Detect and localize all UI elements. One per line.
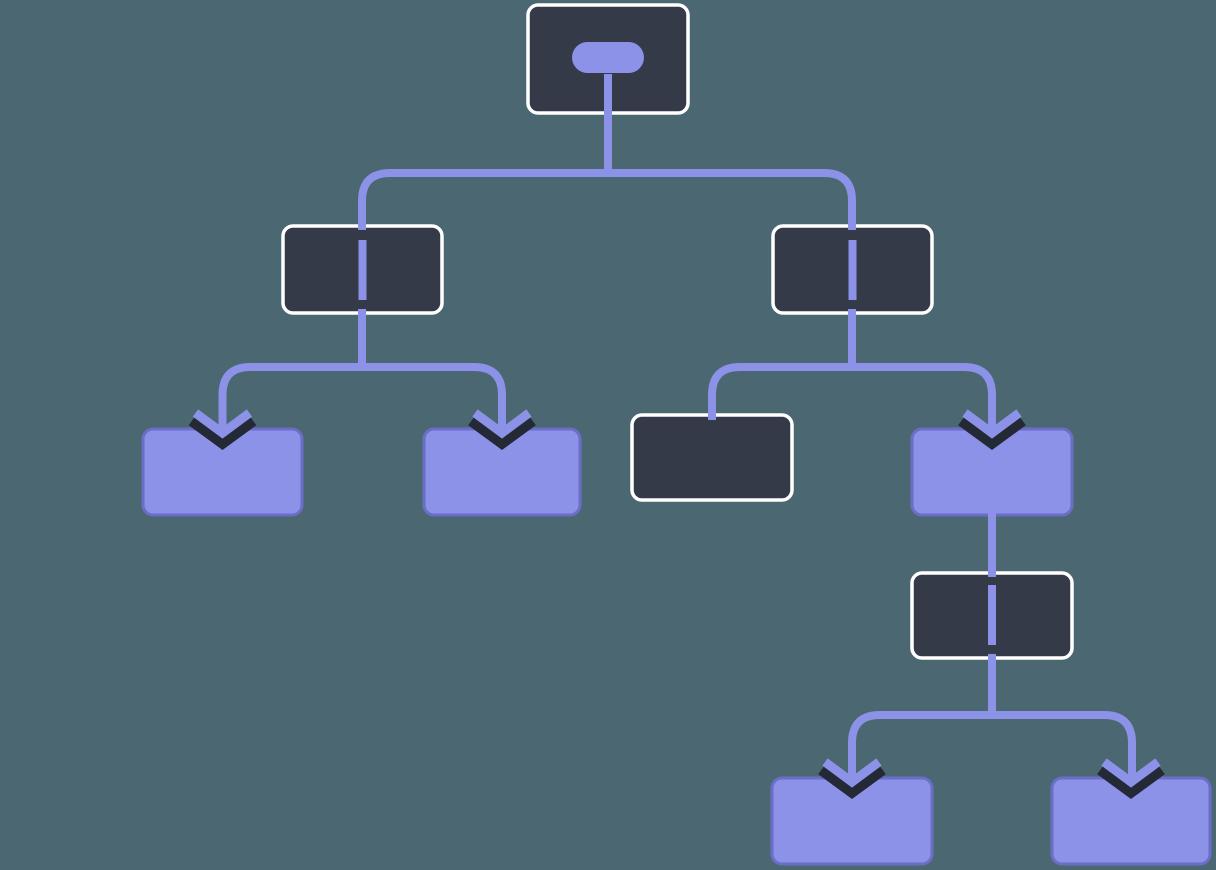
left-branch-fork-connector: [218, 363, 506, 431]
branch-right-node-vline-placeholder: [848, 240, 857, 300]
bottom-fork-connector: [848, 711, 1136, 781]
arrowhead-leaf-2-dark-chevron-icon: [468, 414, 536, 451]
arrowhead-leaf-5-purple-chevron-icon: [1101, 758, 1161, 788]
root-node-pill-placeholder: [572, 42, 644, 73]
connector-layer: [218, 74, 1136, 781]
child-dark-node[interactable]: [630, 413, 794, 502]
right-branch-fork-connector: [708, 363, 996, 431]
arrowhead-leaf-1-dark-chevron-icon: [188, 414, 257, 451]
arrow-overlay-layer: [192, 409, 1161, 788]
arrowhead-leaf-1-purple-chevron-icon: [192, 409, 253, 439]
arrowhead-leaf-3-dark-chevron-icon: [958, 414, 1026, 451]
arrowhead-leaf-3-purple-chevron-icon: [962, 409, 1022, 439]
arrowhead-leaf-4-purple-chevron-icon: [822, 758, 882, 788]
node-layer: [141, 3, 1212, 866]
arrow-underlay-layer: [188, 414, 1165, 800]
branch-bottom-node-vline-placeholder: [988, 585, 996, 645]
branch-left-node-vline-placeholder: [358, 240, 367, 300]
arrowhead-leaf-4-dark-chevron-icon: [818, 763, 886, 800]
level1-fork-connector: [358, 169, 856, 230]
arrowhead-leaf-2-purple-chevron-icon: [472, 409, 532, 439]
arrowhead-leaf-5-dark-chevron-icon: [1097, 763, 1165, 800]
decoration-layer: [358, 42, 996, 645]
